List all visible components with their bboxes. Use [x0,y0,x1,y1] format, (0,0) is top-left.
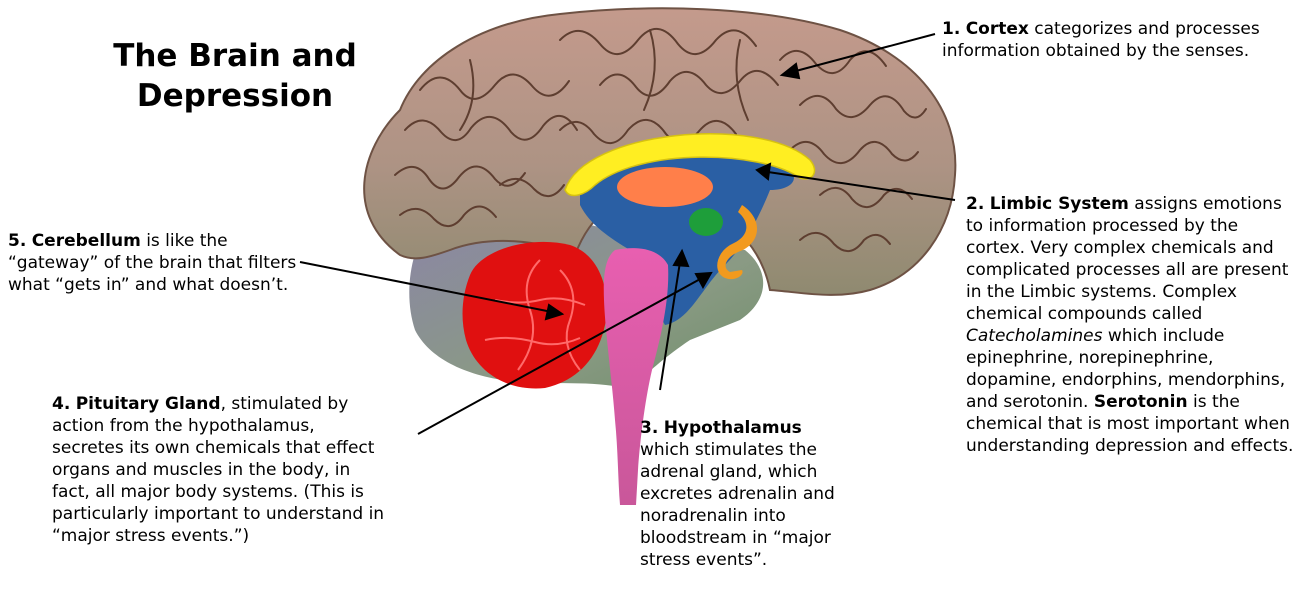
cerebellum-label: 5. Cerebellum is like the “gateway” of t… [8,230,298,296]
hypothalamus-green [689,208,723,236]
cerebellum-name: Cerebellum [32,231,141,251]
pituitary-name: Pituitary Gland [76,394,221,414]
hypothalamus-name: Hypothalamus [664,418,802,438]
cortex-number: 1. [942,19,960,39]
pituitary-gland-label: 4. Pituitary Gland, stimulated by action… [52,393,387,547]
hypothalamus-label: 3. Hypothalamus which stimulates the adr… [640,417,840,571]
limbic-name: Limbic System [990,194,1129,214]
thalamus [617,167,713,207]
limbic-number: 2. [966,194,984,214]
cortex-name: Cortex [966,19,1029,39]
cortex-label: 1. Cortex categorizes and processes info… [942,18,1272,62]
serotonin-term: Serotonin [1094,392,1188,412]
pituitary-description: , stimulated by action from the hypothal… [52,394,384,546]
hypothalamus-description: which stimulates the adrenal gland, whic… [640,439,840,571]
cerebellum-number: 5. [8,231,26,251]
pituitary-number: 4. [52,394,70,414]
catecholamines-term: Catecholamines [966,326,1102,346]
limbic-system-label: 2. Limbic System assigns emotions to inf… [966,193,1296,457]
hypothalamus-number: 3. [640,418,658,438]
